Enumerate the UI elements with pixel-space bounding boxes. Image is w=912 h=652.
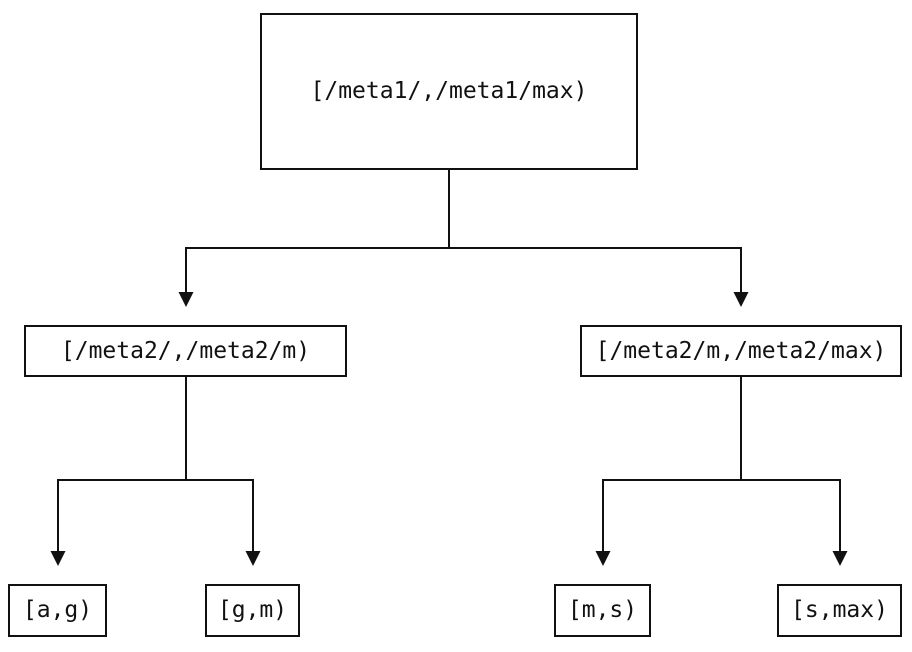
node-label: [g,m) (217, 597, 288, 623)
node-label: [/meta2/,/meta2/m) (60, 337, 311, 364)
node-label: [a,g) (22, 597, 93, 623)
node-root-interval: [/meta1/,/meta1/max) (260, 13, 638, 170)
arrowhead-icon (50, 551, 66, 566)
node-label: [s,max) (791, 597, 888, 623)
node-label: [/meta2/m,/meta2/max) (595, 337, 887, 364)
node-leaf-s-max: [s,max) (777, 584, 902, 637)
node-label: [m,s) (567, 597, 638, 623)
arrowhead-icon (595, 551, 611, 566)
arrowhead-icon (832, 551, 848, 566)
edge-right-to-leaves (602, 377, 841, 551)
edge-left-to-leaves (57, 377, 254, 551)
arrowhead-icon (245, 551, 261, 566)
node-label: [/meta1/,/meta1/max) (310, 78, 588, 104)
node-left-child-interval: [/meta2/,/meta2/m) (24, 325, 347, 377)
edge-root-to-children (185, 170, 742, 292)
node-right-child-interval: [/meta2/m,/meta2/max) (580, 325, 902, 377)
arrowhead-icon (733, 292, 749, 307)
node-leaf-a-g: [a,g) (8, 584, 107, 637)
arrowhead-icon (178, 292, 194, 307)
node-leaf-m-s: [m,s) (554, 584, 651, 637)
node-leaf-g-m: [g,m) (205, 584, 300, 637)
